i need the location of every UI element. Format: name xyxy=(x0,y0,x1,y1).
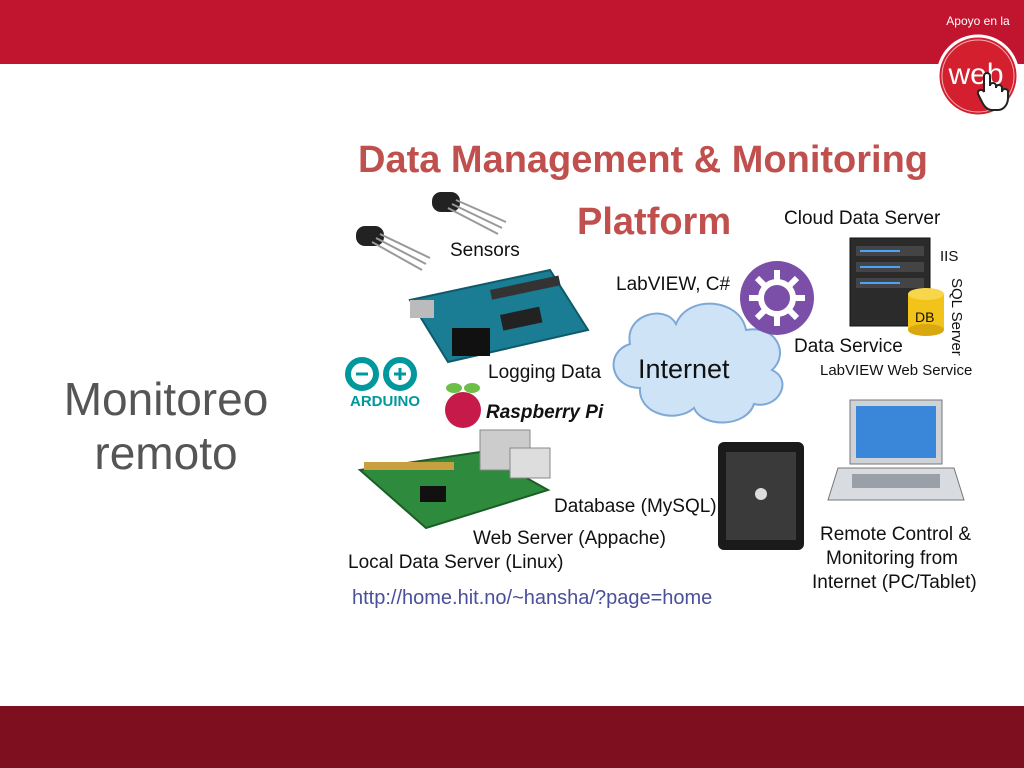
label-remote-line-3: Internet (PC/Tablet) xyxy=(812,572,977,593)
sensor-transistor-icon xyxy=(356,226,431,271)
label-internet: Internet xyxy=(638,354,730,384)
label-remote-line-2: Monitoring from xyxy=(826,548,958,569)
label-labview-csharp: LabVIEW, C# xyxy=(616,274,730,295)
raspberry-pi-board-icon xyxy=(357,429,551,530)
diagram-url: http://home.hit.no/~hansha/?page=home xyxy=(352,587,712,609)
arduino-logo-icon: ARDUINO xyxy=(345,357,420,410)
label-database-mysql: Database (MySQL) xyxy=(554,496,717,517)
slide-title-line-2: remoto xyxy=(94,427,238,479)
label-logging-data: Logging Data xyxy=(488,362,601,383)
arduino-board-icon xyxy=(408,268,590,364)
label-remote-line-1: Remote Control & xyxy=(820,524,971,545)
label-raspberry-pi: Raspberry Pi xyxy=(486,402,604,423)
web-badge-icon[interactable]: web xyxy=(936,34,1020,118)
laptop-icon xyxy=(827,399,965,501)
label-sensors: Sensors xyxy=(450,240,520,261)
label-local-data-server: Local Data Server (Linux) xyxy=(348,552,563,573)
label-cloud-data-server: Cloud Data Server xyxy=(784,208,941,229)
slide-title: Monitoreo remoto xyxy=(30,372,302,480)
label-web-server: Web Server (Appache) xyxy=(473,528,666,549)
label-db: DB xyxy=(915,309,934,325)
badge-caption: Apoyo en la xyxy=(946,14,1010,28)
diagram-title-line-1: Data Management & Monitoring xyxy=(358,139,928,181)
label-iis: IIS xyxy=(940,248,958,265)
label-sql-server: SQL Server xyxy=(948,278,965,356)
arduino-logo-text: ARDUINO xyxy=(350,393,420,410)
hand-cursor-icon xyxy=(976,72,1009,111)
diagram-title-line-2: Platform xyxy=(577,201,731,243)
sensor-transistor-icon xyxy=(432,192,507,235)
internet-cloud-icon: Internet xyxy=(612,302,784,424)
top-banner xyxy=(0,0,1024,64)
bottom-banner xyxy=(0,706,1024,768)
label-data-service: Data Service xyxy=(794,336,903,357)
label-labview-web-service: LabVIEW Web Service xyxy=(820,362,972,379)
platform-diagram: Data Management & Monitoring Platform Se… xyxy=(345,139,977,609)
database-cylinder-icon: DB xyxy=(908,288,944,336)
slide-title-line-1: Monitoreo xyxy=(63,373,269,425)
raspberry-pi-logo-icon xyxy=(445,383,481,428)
gear-icon xyxy=(740,261,814,335)
tablet-icon xyxy=(718,442,804,550)
